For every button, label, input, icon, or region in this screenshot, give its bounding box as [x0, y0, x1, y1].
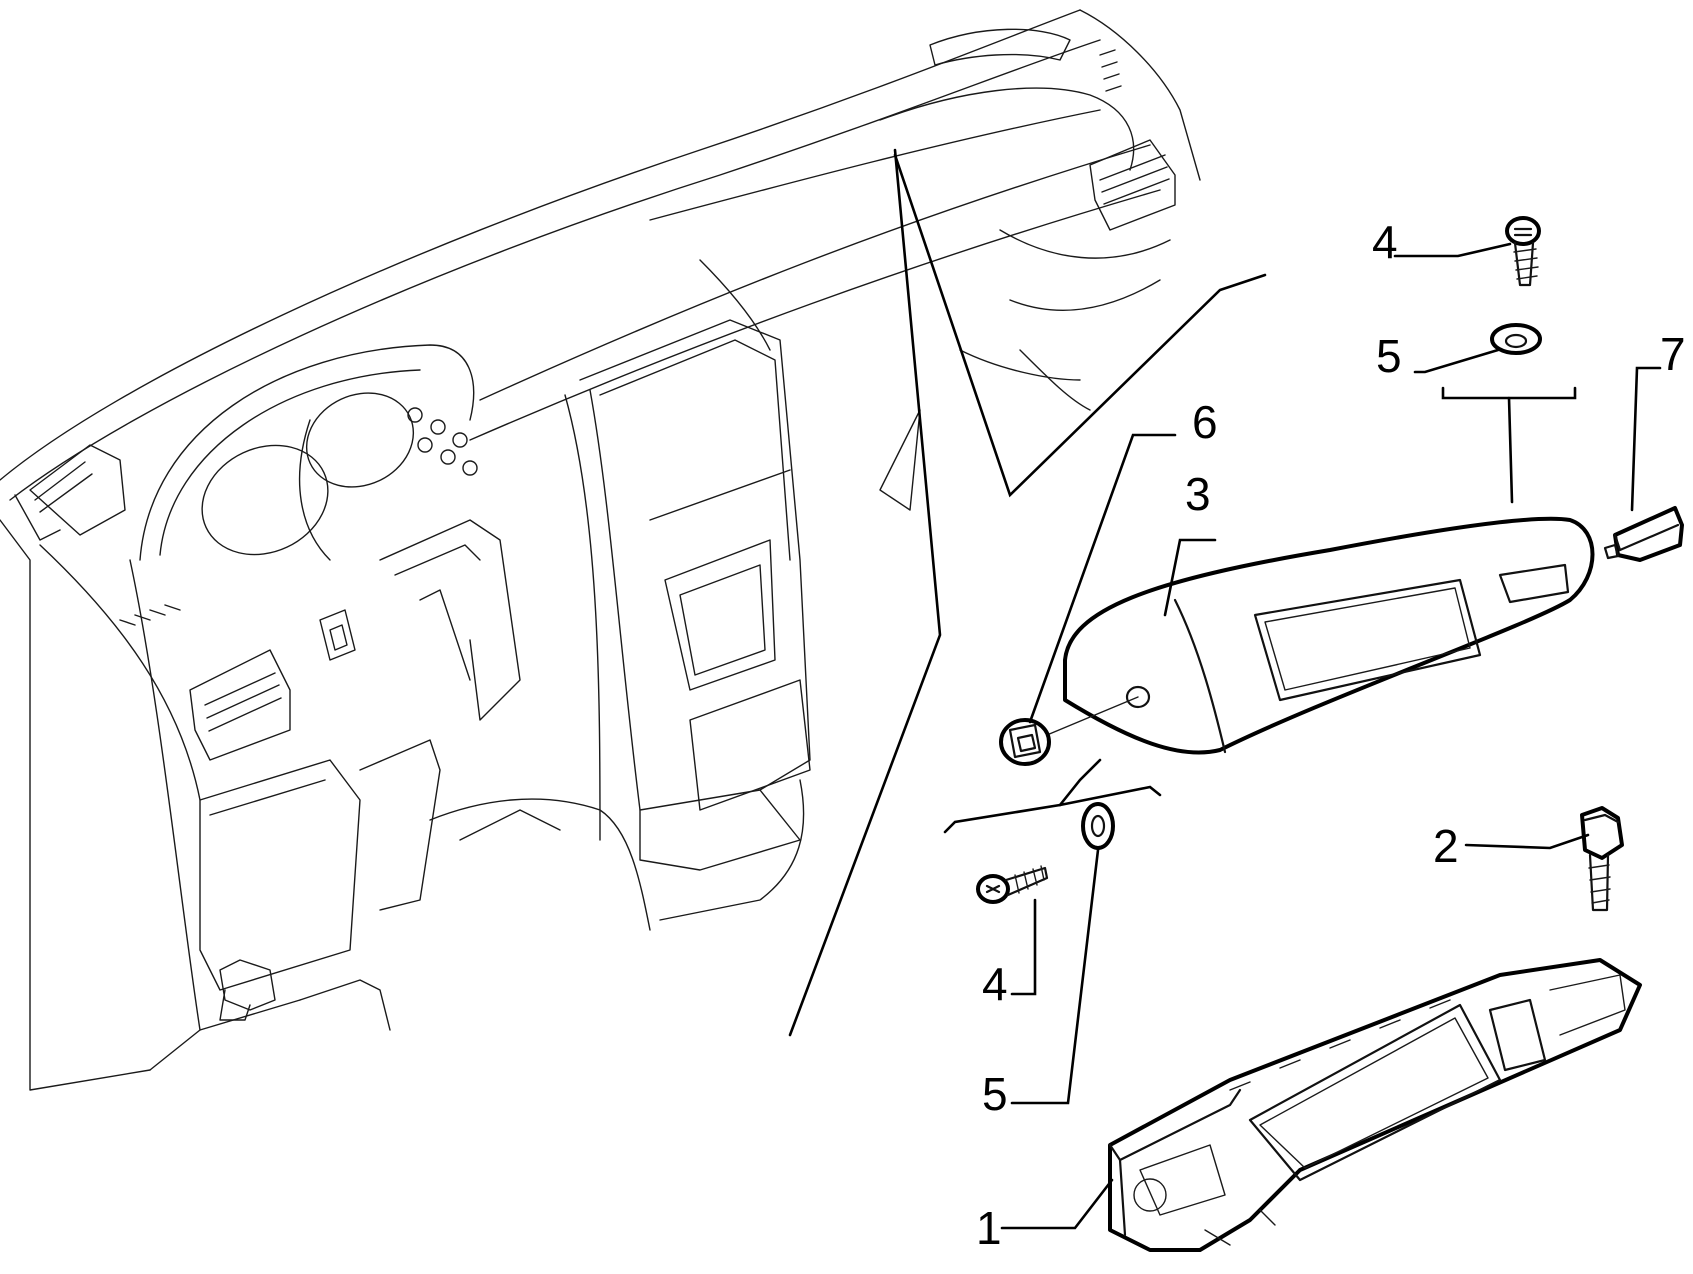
part-2-bolt [1580, 806, 1624, 912]
part-7-connector [1603, 506, 1684, 562]
leader-lines [943, 242, 1662, 1230]
callout-7: 7 [1660, 328, 1686, 380]
cutaway-lines [788, 148, 1267, 1037]
part-1-instrument-cluster [1108, 958, 1642, 1252]
dashboard-drawing [0, 9, 1201, 1091]
warning-lights-cluster [407, 407, 478, 476]
callout-4-bottom: 4 [982, 958, 1008, 1010]
part-3-cluster-housing [1034, 516, 1595, 755]
callout-2: 2 [1433, 820, 1459, 872]
part-4-screw-top [1505, 216, 1541, 287]
part-5-nut-bottom [1081, 802, 1115, 850]
part-5-nut-top [1490, 323, 1542, 355]
part-4-screw-bottom [976, 865, 1049, 904]
callout-6: 6 [1192, 396, 1218, 448]
callout-3: 3 [1185, 468, 1211, 520]
callout-1: 1 [976, 1202, 1002, 1254]
callout-5-top: 5 [1376, 330, 1402, 382]
callout-labels: 1 2 3 4 4 5 5 6 7 [976, 216, 1686, 1254]
callout-4-top: 4 [1372, 216, 1398, 268]
part-6-knob [999, 718, 1051, 766]
callout-5-bottom: 5 [982, 1068, 1008, 1120]
